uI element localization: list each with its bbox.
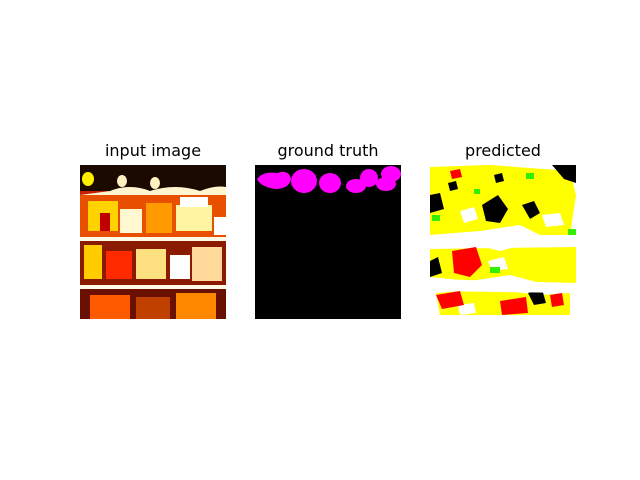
predicted-panel	[430, 165, 576, 319]
ground-truth-panel	[255, 165, 401, 319]
ground-truth-mask	[255, 165, 401, 319]
predicted-title: predicted	[465, 141, 541, 160]
input-image-title: input image	[104, 141, 202, 160]
predicted-mask	[430, 165, 576, 319]
input-image-panel	[80, 165, 226, 319]
input-image	[80, 165, 226, 319]
ground-truth-title: ground truth	[277, 141, 379, 160]
